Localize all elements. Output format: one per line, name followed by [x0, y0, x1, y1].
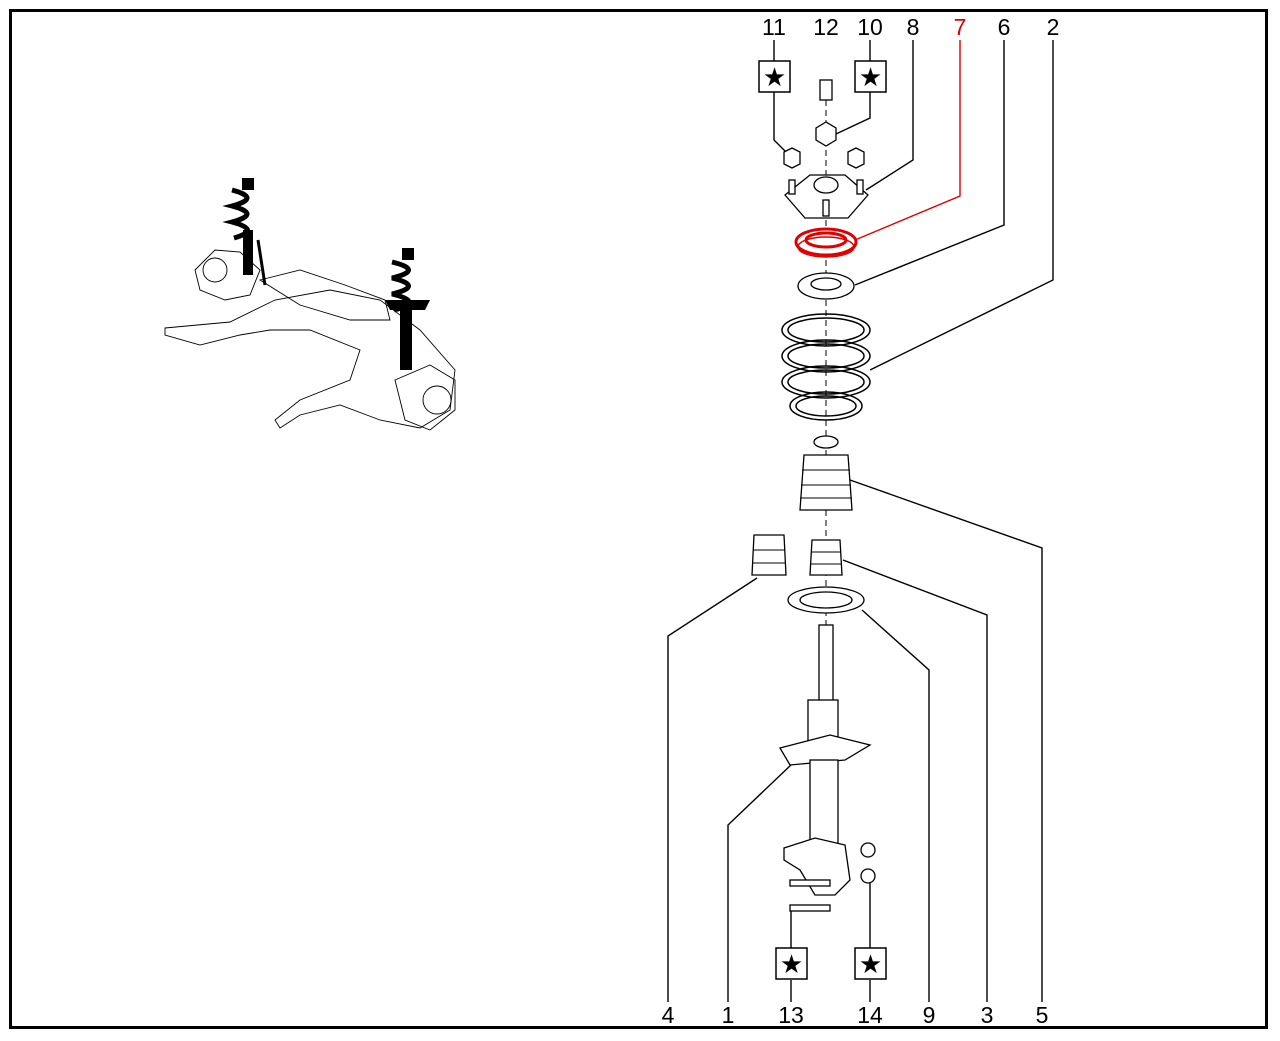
part-8-top-mount [784, 174, 869, 219]
part-4-bump-stop [751, 534, 787, 576]
leader-lines [667, 40, 1054, 1002]
callout-2[interactable]: 2 [1047, 14, 1060, 40]
callout-10[interactable]: 10 [857, 14, 883, 40]
torque-star-box-10: ★ [854, 60, 887, 93]
overview-subframe-illustration [164, 178, 456, 431]
callout-13[interactable]: 13 [778, 1002, 804, 1028]
parts [751, 79, 876, 912]
part-10-nut [815, 121, 837, 147]
part-12-cap [819, 79, 833, 101]
callout-9[interactable]: 9 [923, 1002, 936, 1028]
callout-11[interactable]: 11 [762, 14, 786, 40]
svg-text:★: ★ [859, 949, 882, 979]
callout-4[interactable]: 4 [662, 1002, 675, 1028]
part-11-nut [783, 147, 801, 169]
svg-text:★: ★ [780, 949, 803, 979]
torque-star-box-11: ★ [758, 60, 791, 93]
part-11-nut-2 [847, 147, 865, 169]
callout-1[interactable]: 1 [722, 1002, 735, 1028]
callout-14[interactable]: 14 [857, 1002, 883, 1028]
callout-5[interactable]: 5 [1036, 1002, 1049, 1028]
torque-star-box-14: ★ [854, 947, 887, 980]
part-1-strut [779, 624, 872, 896]
part-5-dust-boot [799, 435, 853, 511]
callout-6[interactable]: 6 [998, 14, 1011, 40]
torque-star-box-13: ★ [775, 947, 808, 980]
part-3-bump-stop [809, 539, 843, 576]
part-2-coil-spring [781, 313, 871, 421]
part-7-bearing-highlighted [794, 227, 858, 258]
callout-12[interactable]: 12 [813, 14, 839, 40]
callout-3[interactable]: 3 [981, 1002, 994, 1028]
diagram-frame [9, 9, 1268, 1029]
part-14-nuts [860, 842, 876, 884]
part-13-bolts [789, 879, 831, 912]
svg-text:★: ★ [859, 62, 882, 92]
callout-8[interactable]: 8 [907, 14, 920, 40]
callout-7-highlighted[interactable]: 7 [954, 14, 967, 40]
svg-text:★: ★ [763, 62, 786, 92]
